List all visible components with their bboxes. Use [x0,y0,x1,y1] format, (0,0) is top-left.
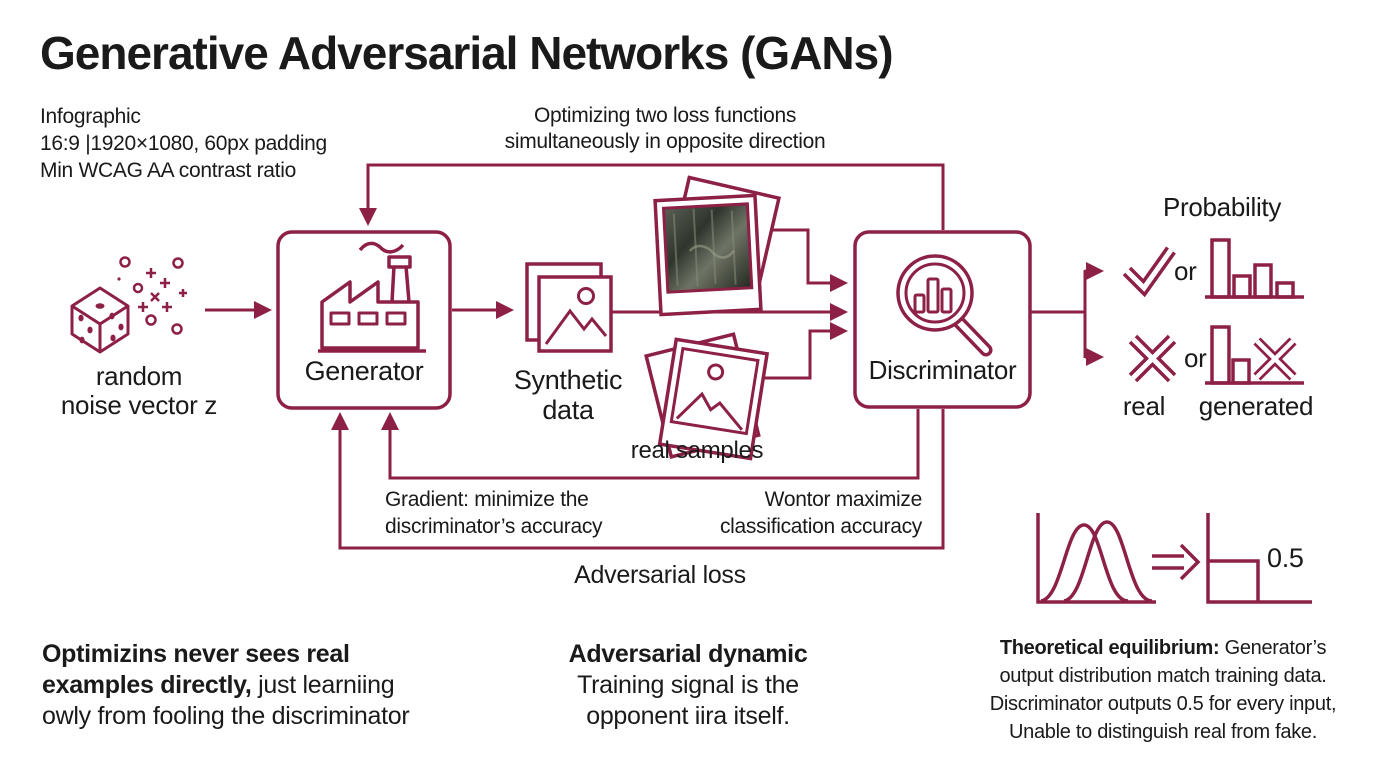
noise-label-line: noise vector z [60,390,218,420]
equilibrium-note-line: Theoretical equilibrium: Generator’s [960,634,1366,662]
top-loop-annotation: Optimizing two loss functions simultaneo… [440,103,890,155]
implies-arrow-icon [1152,543,1201,581]
page-title: Generative Adversarial Networks (GANs) [40,27,894,79]
meta-line: Infographic [40,105,141,128]
real-output-label: real [1122,391,1166,421]
real-samples-label: real samples [630,437,764,464]
adversarial-dynamic-line: Training signal is the [577,671,799,699]
adversarial-dynamic-note: Adversarial dynamic Training signal is t… [536,639,840,732]
gradient-feedback-lines [331,409,945,550]
noise-label-line: random [95,361,183,391]
arrow-real-samples-to-discriminator [758,322,848,380]
meta-block: Infographic 16:9 |1920×1080, 60px paddin… [40,103,327,184]
equilibrium-note-regular-segment: Generator’s [1219,637,1327,659]
generator-note-regular-segment: just learniing [251,671,395,699]
arrow-top-photo-to-discriminator [762,228,848,292]
image-stack-icon [525,262,613,353]
photo-polaroid-top-icon [653,175,782,317]
adversarial-dynamic-line: opponent iira itself. [586,702,790,730]
dice-icon [70,286,130,354]
checkmark-icon [1122,246,1176,298]
discriminator-gradient-line: Wontor maximize [764,488,923,511]
factory-icon [318,241,426,353]
probability-real-chart-icon [1205,238,1304,299]
noise-label: random noise vector z [57,362,221,420]
adversarial-loss-label: Adversarial loss [574,561,746,589]
equilibrium-value-label: 0.5 [1267,543,1304,573]
equilibrium-note-line: Discriminator outputs 0.5 for every inpu… [989,693,1337,715]
equilibrium-note-line: output distribution match training data. [999,665,1327,687]
generator-label: Generator [304,356,424,386]
generated-output-label: generated [1198,391,1314,421]
or-label-real: or [1174,256,1197,286]
output-branch-lines [1030,262,1104,366]
meta-line: 16:9 |1920×1080, 60px padding [40,132,327,155]
adversarial-dynamic-heading: Adversarial dynamic [568,640,808,668]
probability-generated-chart-icon [1205,325,1304,385]
top-feedback-line [359,163,945,230]
generator-note-line: examples directly, just learniing [42,670,446,701]
cross-icon [1128,334,1177,383]
discriminator-gradient-line: classification accuracy [719,515,922,538]
top-loop-annotation-line: simultaneously in opposite direction [504,130,826,153]
equilibrium-note-line: Unable to distinguish real from fake. [1009,721,1317,743]
equilibrium-note: Theoretical equilibrium: Generator’s out… [960,634,1366,746]
probability-heading: Probability [1162,192,1282,222]
generator-gradient-line: Gradient: minimize the [385,488,589,511]
step-function-icon [1206,513,1312,604]
discriminator-gradient-note: Wontor maximize classification accuracy [700,486,922,540]
generator-note-line: owly from fooling the discriminator [42,702,410,730]
noise-particles-icon [117,256,187,335]
meta-line: Min WCAG AA contrast ratio [40,159,296,182]
magnifier-chart-icon [896,254,993,357]
generator-gradient-note: Gradient: minimize the discriminator’s a… [385,486,603,540]
generator-note: Optimizins never sees real examples dire… [42,639,446,732]
photo-stack-icon [644,332,770,461]
generator-note-line: Optimizins never sees real [42,640,350,668]
generator-note-bold-segment: examples directly, [42,671,252,699]
or-label-generated: or [1184,343,1207,373]
synthetic-data-label-line: data [542,395,594,425]
synthetic-data-label-line: Synthetic [513,365,623,395]
overlapping-distributions-icon [1036,513,1156,604]
equilibrium-note-bold-segment: Theoretical equilibrium: [999,637,1220,659]
generator-gradient-line: discriminator’s accuracy [385,515,603,538]
synthetic-data-label: Synthetic data [500,365,636,425]
top-loop-annotation-line: Optimizing two loss functions [533,104,797,127]
discriminator-label: Discriminator [868,355,1017,385]
